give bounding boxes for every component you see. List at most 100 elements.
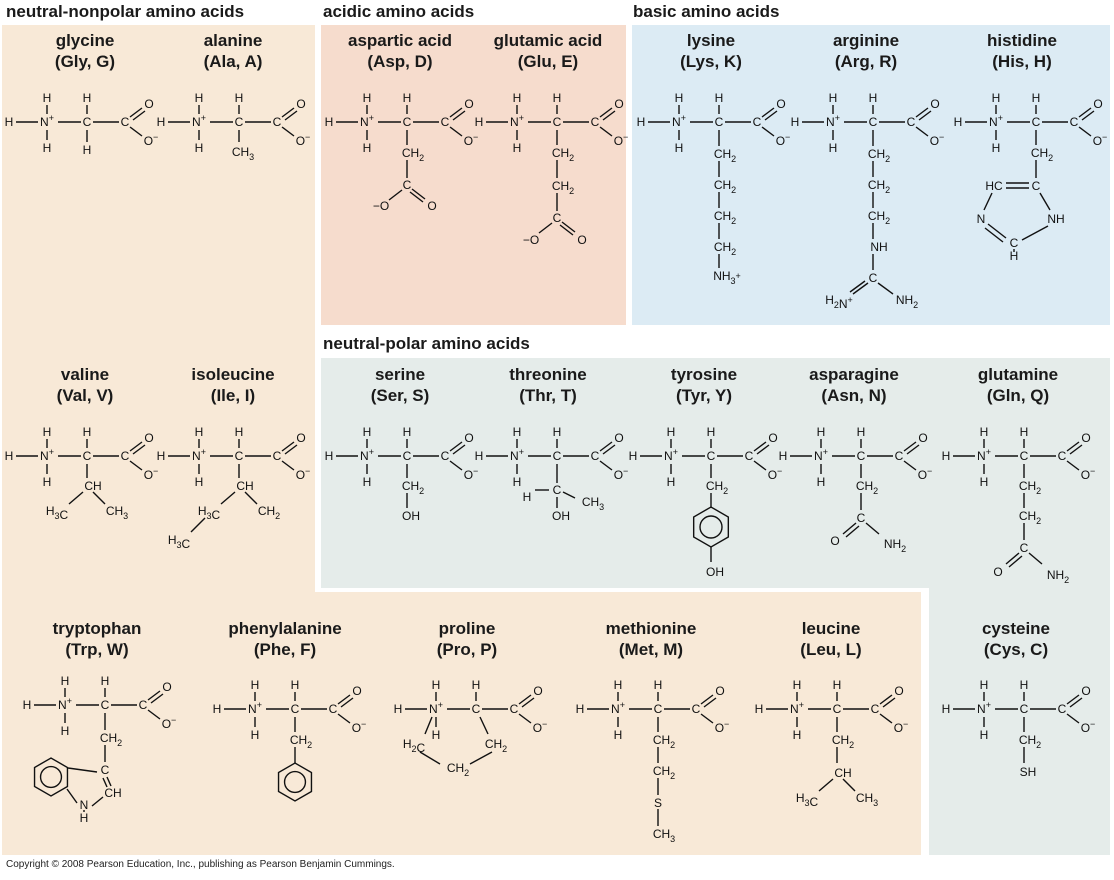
- svg-text:H: H: [475, 449, 484, 463]
- svg-text:C: C: [235, 449, 244, 463]
- svg-text:C: C: [1070, 115, 1079, 129]
- name-aspartic: aspartic acid: [348, 31, 452, 50]
- name-glutamic: glutamic acid: [493, 31, 603, 50]
- svg-text:H: H: [793, 678, 802, 692]
- svg-text:O−: O−: [930, 132, 945, 148]
- svg-text:H: H: [829, 141, 838, 155]
- svg-text:C: C: [101, 698, 110, 712]
- svg-text:O−: O−: [1081, 719, 1096, 735]
- svg-text:O: O: [993, 565, 1002, 579]
- nonpolar-panel-left: [2, 25, 315, 855]
- abbr-isoleucine: (Ile, I): [210, 386, 256, 405]
- svg-text:H2N+: H2N+: [825, 293, 853, 311]
- svg-text:O: O: [464, 97, 473, 111]
- svg-text:H: H: [394, 702, 403, 716]
- heading-polar: neutral-polar amino acids: [323, 334, 530, 353]
- name-phenylalanine: phenylalanine: [228, 619, 342, 638]
- heading-acidic: acidic amino acids: [323, 2, 475, 21]
- svg-text:H: H: [195, 91, 204, 105]
- svg-text:C: C: [273, 449, 282, 463]
- svg-text:C: C: [83, 449, 92, 463]
- svg-text:C: C: [857, 449, 866, 463]
- svg-text:H: H: [61, 724, 70, 738]
- svg-text:C: C: [329, 702, 338, 716]
- svg-text:O−: O−: [614, 132, 629, 148]
- svg-text:H: H: [61, 674, 70, 688]
- name-arginine: arginine: [832, 31, 900, 50]
- svg-text:H: H: [432, 678, 441, 692]
- svg-text:H: H: [157, 449, 166, 463]
- heading-nonpolar: neutral-nonpolar amino acids: [6, 2, 245, 21]
- svg-text:CH2: CH2: [868, 209, 890, 226]
- svg-text:H2C: H2C: [403, 737, 426, 755]
- svg-text:CH2: CH2: [290, 733, 312, 750]
- svg-text:H: H: [213, 702, 222, 716]
- svg-text:CH: CH: [104, 786, 121, 800]
- svg-text:H: H: [817, 475, 826, 489]
- svg-text:H: H: [513, 141, 522, 155]
- svg-text:O−: O−: [464, 466, 479, 482]
- svg-text:H: H: [251, 728, 260, 742]
- svg-text:CH3: CH3: [232, 145, 254, 162]
- svg-text:C: C: [1020, 541, 1029, 555]
- svg-text:H: H: [83, 143, 92, 157]
- svg-text:C: C: [291, 702, 300, 716]
- svg-text:H: H: [363, 91, 372, 105]
- svg-text:C: C: [441, 115, 450, 129]
- svg-text:O: O: [715, 684, 724, 698]
- svg-text:C: C: [1058, 702, 1067, 716]
- basic-panel: [632, 25, 1110, 325]
- name-leucine: leucine: [801, 619, 861, 638]
- svg-text:O−: O−: [768, 466, 783, 482]
- svg-text:N+: N+: [192, 113, 206, 129]
- name-tyrosine: tyrosine: [670, 365, 738, 384]
- svg-text:N+: N+: [672, 113, 686, 129]
- svg-text:O−: O−: [352, 719, 367, 735]
- svg-text:CH3: CH3: [856, 791, 878, 808]
- svg-text:CH2: CH2: [868, 178, 890, 195]
- svg-text:CH: CH: [84, 479, 101, 493]
- svg-text:CH2: CH2: [447, 761, 469, 778]
- svg-text:O−: O−: [715, 719, 730, 735]
- svg-text:O: O: [894, 684, 903, 698]
- svg-text:H: H: [755, 702, 764, 716]
- svg-text:H: H: [363, 475, 372, 489]
- name-proline: proline: [438, 619, 496, 638]
- svg-text:O: O: [352, 684, 361, 698]
- svg-text:NH2: NH2: [896, 293, 918, 310]
- svg-text:CH2: CH2: [485, 737, 507, 754]
- name-asparagine: asparagine: [809, 365, 899, 384]
- heading-basic: basic amino acids: [633, 2, 780, 21]
- svg-text:O: O: [930, 97, 939, 111]
- abbr-alanine: (Ala, A): [203, 52, 263, 71]
- name-tryptophan: tryptophan: [52, 619, 142, 638]
- svg-text:C: C: [121, 449, 130, 463]
- svg-text:N+: N+: [40, 113, 54, 129]
- svg-text:C: C: [907, 115, 916, 129]
- svg-text:CH2: CH2: [856, 479, 878, 496]
- svg-text:C: C: [1058, 449, 1067, 463]
- abbr-valine: (Val, V): [56, 386, 114, 405]
- svg-text:CH2: CH2: [1031, 146, 1053, 163]
- svg-text:O: O: [830, 534, 839, 548]
- svg-text:H: H: [869, 91, 878, 105]
- svg-text:CH2: CH2: [714, 147, 736, 164]
- name-cysteine: cysteine: [981, 619, 1051, 638]
- svg-text:C: C: [833, 702, 842, 716]
- abbr-aspartic: (Asp, D): [367, 52, 433, 71]
- svg-text:H: H: [942, 449, 951, 463]
- abbr-serine: (Ser, S): [370, 386, 430, 405]
- svg-text:CH2: CH2: [258, 504, 280, 521]
- svg-text:C: C: [101, 763, 110, 777]
- svg-text:H: H: [675, 91, 684, 105]
- svg-text:C: C: [692, 702, 701, 716]
- svg-text:O−: O−: [162, 715, 177, 731]
- svg-text:C: C: [510, 702, 519, 716]
